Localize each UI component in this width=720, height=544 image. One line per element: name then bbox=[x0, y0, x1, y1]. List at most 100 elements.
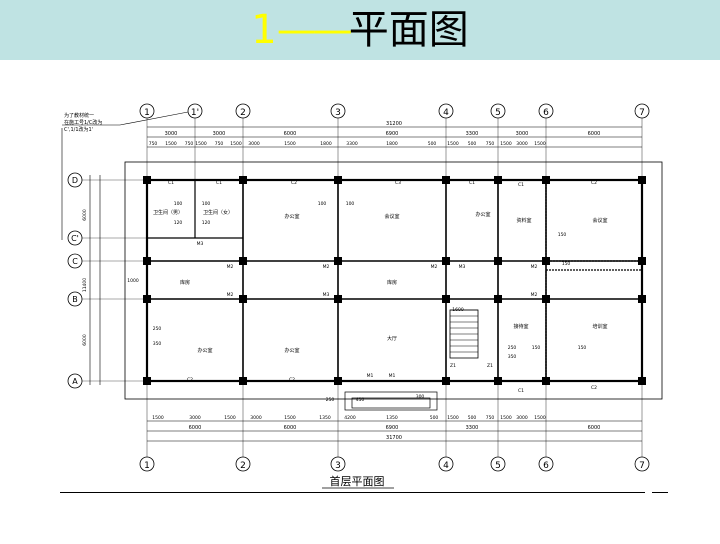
axis-label-top: 4 bbox=[443, 108, 449, 118]
column bbox=[143, 377, 151, 385]
opening-label: C1 bbox=[518, 388, 524, 394]
dim-bay-top: 3300 bbox=[466, 131, 479, 137]
column bbox=[239, 377, 247, 385]
room-label: 库房 bbox=[387, 279, 397, 286]
inner-dim: 350 bbox=[508, 354, 517, 360]
axis-bubble-top bbox=[330, 103, 346, 119]
room-label: 会议室 bbox=[384, 213, 399, 220]
dim-detail-bottom: 1350 bbox=[386, 415, 398, 421]
axis-label-bottom: 2 bbox=[240, 461, 246, 471]
inner-dim: 1000 bbox=[127, 278, 139, 284]
axis-bubble-left bbox=[67, 172, 83, 188]
axis-bubble-top bbox=[634, 103, 650, 119]
column bbox=[542, 377, 550, 385]
inner-dim: 120 bbox=[174, 220, 183, 226]
axis-label-top: 3 bbox=[335, 108, 341, 118]
dim-detail-bottom: 1500 bbox=[224, 415, 236, 421]
dim-detail-bottom: 500 bbox=[430, 415, 439, 421]
opening-label: M3 bbox=[459, 264, 466, 270]
column bbox=[494, 176, 502, 184]
opening-label: C2 bbox=[591, 180, 597, 186]
dim-bay-top: 6900 bbox=[386, 131, 399, 137]
opening-label: M3 bbox=[197, 241, 204, 247]
title-dash: —— bbox=[276, 7, 353, 53]
axis-bubble-bottom bbox=[634, 456, 650, 472]
inner-dim: 300 bbox=[416, 394, 425, 400]
column bbox=[143, 257, 151, 265]
axis-label-top: 6 bbox=[543, 108, 549, 118]
column bbox=[542, 257, 550, 265]
column bbox=[638, 257, 646, 265]
dim-bay-top: 6000 bbox=[588, 131, 601, 137]
room-label: 办公室 bbox=[284, 347, 299, 354]
column bbox=[143, 295, 151, 303]
dim-detail-bottom: 1500 bbox=[152, 415, 164, 421]
axis-bubble-left bbox=[67, 230, 83, 246]
dim-detail-top: 500 bbox=[428, 141, 437, 147]
axis-label-left: A bbox=[72, 377, 78, 386]
axis-label-top: 7 bbox=[639, 108, 645, 118]
plan-caption: 首层平面图 bbox=[330, 474, 385, 488]
dim-detail-top: 1500 bbox=[284, 141, 296, 147]
columns bbox=[143, 176, 646, 385]
column bbox=[239, 257, 247, 265]
room-label: 大厅 bbox=[387, 335, 397, 342]
axis-bubble-bottom bbox=[330, 456, 346, 472]
room-label: 办公室 bbox=[475, 211, 490, 218]
apron-outline bbox=[124, 161, 663, 400]
opening-label: C1 bbox=[518, 182, 524, 188]
dim-left: 6000 bbox=[82, 209, 88, 221]
axis-label-left: C' bbox=[71, 234, 79, 243]
room-label: 卫生间（男） bbox=[153, 209, 183, 216]
opening-label: C1 bbox=[216, 180, 222, 186]
dim-detail-top: 750 bbox=[486, 141, 495, 147]
opening-label: M1 bbox=[389, 373, 396, 379]
dim-bay-bottom: 6000 bbox=[588, 425, 601, 431]
column bbox=[638, 176, 646, 184]
inner-dim: 150 bbox=[532, 345, 541, 351]
dimension-lines bbox=[61, 111, 642, 489]
column bbox=[334, 257, 342, 265]
dim-detail-bottom: 1350 bbox=[319, 415, 331, 421]
inner-dim: 350 bbox=[153, 341, 162, 347]
entrance-step-inner bbox=[351, 397, 431, 409]
column bbox=[239, 295, 247, 303]
dim-bay-bottom: 6900 bbox=[386, 425, 399, 431]
inner-dim: 450 bbox=[356, 397, 365, 403]
room-label: 资料室 bbox=[516, 217, 531, 224]
inner-dim: 100 bbox=[318, 201, 327, 207]
caption-rule-end bbox=[652, 492, 668, 493]
hatched-room-bottom bbox=[545, 269, 643, 382]
inner-dim: 120 bbox=[202, 220, 211, 226]
dim-detail-top: 1500 bbox=[534, 141, 546, 147]
axis-bubble-top bbox=[490, 103, 506, 119]
drawing-note: 在施工号1/C改为 bbox=[64, 119, 102, 126]
axis-bubble-top bbox=[438, 103, 454, 119]
column bbox=[143, 176, 151, 184]
inner-dim: 250 bbox=[326, 397, 335, 403]
dim-detail-top: 750 bbox=[185, 141, 194, 147]
dim-detail-top: 750 bbox=[149, 141, 158, 147]
axis-label-bottom: 1 bbox=[144, 461, 150, 471]
column bbox=[494, 257, 502, 265]
inner-dim: 100 bbox=[346, 201, 355, 207]
dim-detail-top: 1800 bbox=[320, 141, 332, 147]
axis-bubble-top bbox=[235, 103, 251, 119]
column bbox=[494, 295, 502, 303]
inner-dim: 1600 bbox=[452, 307, 464, 313]
dim-left: 6000 bbox=[82, 334, 88, 346]
dim-bay-top: 3000 bbox=[516, 131, 529, 137]
inner-dim: 250 bbox=[508, 345, 517, 351]
note-leader bbox=[119, 111, 189, 126]
axis-label-bottom: 3 bbox=[335, 461, 341, 471]
opening-label: C1 bbox=[469, 180, 475, 186]
dim-detail-top: 1500 bbox=[447, 141, 459, 147]
column bbox=[542, 295, 550, 303]
walls bbox=[124, 161, 663, 411]
opening-label: C3 bbox=[395, 180, 401, 186]
axis-label-left: D bbox=[72, 176, 78, 185]
title-word: 平面图 bbox=[348, 7, 469, 53]
dim-detail-bottom: 750 bbox=[486, 415, 495, 421]
opening-label: C2 bbox=[591, 385, 597, 391]
